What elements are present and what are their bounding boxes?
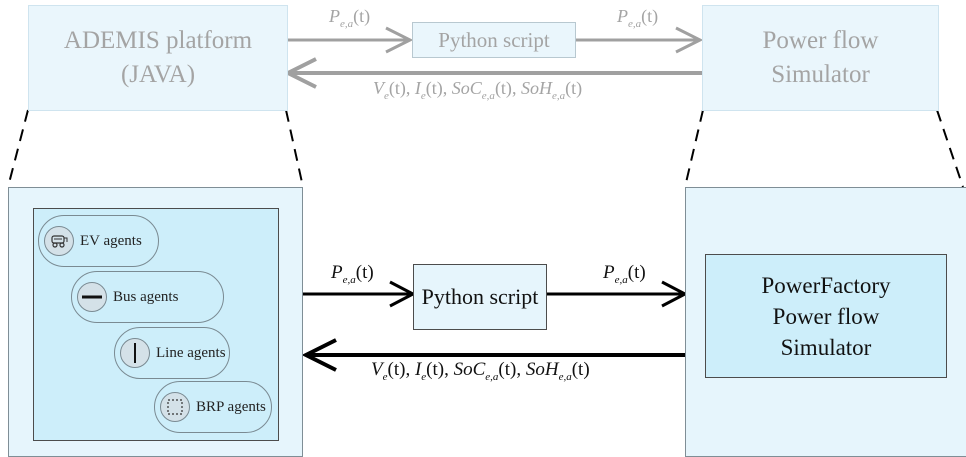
top-python-script-box: Python script	[412, 22, 576, 58]
zoom-line-left-b	[285, 109, 304, 188]
powerfactory-title-line2: Power flow	[772, 303, 880, 329]
ademis-title-line1: ADEMIS platform	[63, 27, 253, 54]
powerfactory-title-line1: PowerFactory	[761, 272, 891, 298]
top-label-p-right: Pe,a(t)	[617, 6, 659, 30]
ev-car-icon	[44, 226, 74, 256]
top-python-script-label: Python script	[438, 27, 550, 52]
bottom-label-p-right: Pe,a(t)	[603, 262, 646, 286]
bottom-python-script-label: Python script	[421, 284, 539, 309]
brp-dashed-square-icon	[160, 392, 190, 422]
bottom-label-feedback: Ve(t), Ie(t), SoCe,a(t), SoHe,a(t)	[371, 359, 590, 383]
bus-agents-pill: Bus agents	[71, 271, 224, 323]
zoom-line-right-b	[936, 109, 964, 188]
brp-agents-label: BRP agents	[196, 398, 266, 415]
powerfactory-box: PowerFactory Power flow Simulator	[705, 254, 947, 378]
bottom-python-script-box: Python script	[413, 264, 547, 330]
power-flow-simulator-box: Power flow Simulator	[702, 5, 939, 111]
top-label-feedback: Ve(t), Ie(t), SoCe,a(t), SoHe,a(t)	[373, 78, 583, 102]
ademis-platform-box: ADEMIS platform (JAVA)	[28, 5, 288, 111]
ademis-title-line2: (JAVA)	[120, 61, 196, 88]
line-agents-pill: Line agents	[114, 327, 230, 379]
ev-agents-label: EV agents	[80, 232, 142, 249]
zoom-line-right-a	[684, 109, 704, 188]
bus-bar-icon	[77, 282, 107, 312]
simulator-title-line1: Power flow	[762, 27, 879, 54]
line-segment-icon	[120, 338, 150, 368]
powerfactory-title-line3: Simulator	[780, 334, 872, 360]
brp-agents-pill: BRP agents	[154, 381, 272, 433]
top-label-p-left: Pe,a(t)	[329, 6, 371, 30]
zoom-line-left-a	[7, 109, 29, 188]
bus-agents-label: Bus agents	[113, 288, 179, 305]
line-agents-label: Line agents	[156, 344, 226, 361]
ev-agents-pill: EV agents	[38, 215, 159, 267]
simulator-title-line2: Simulator	[771, 61, 870, 88]
bottom-label-p-left: Pe,a(t)	[331, 262, 374, 286]
agents-container: EV agents Bus agents Line agents BRP age…	[33, 208, 279, 441]
